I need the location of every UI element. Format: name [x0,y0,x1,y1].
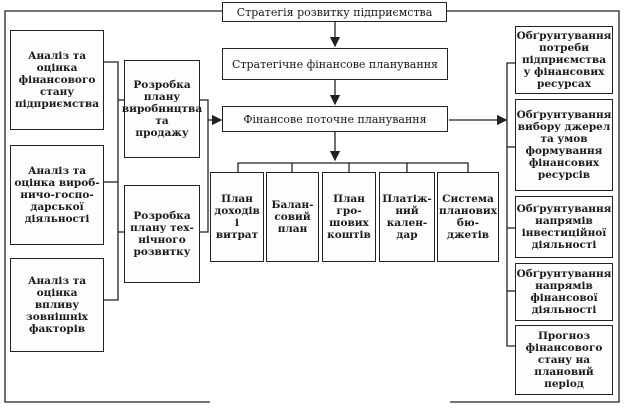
plans-bus-line [237,162,469,172]
current-planning-box: Фінансове поточне планування [222,106,448,132]
right-box-3: Обґрунтування напрямів інвестиційної дія… [515,196,613,258]
plan-box-5: Система планових бю- джетів [437,172,499,262]
right-box-4: Обґрунтування напрямів фінансової діяльн… [515,263,613,321]
top-box: Стратегія розвитку підприємства [222,2,447,22]
left-box-3: Аналіз та оцінка впливу зовнішніх фактор… [10,258,104,352]
leftmid-box-1: Розробка плану виробництва та продажу [122,60,202,158]
leftmid-bracket-line [200,99,209,233]
frame-left-line [4,10,222,403]
right-box-1: Обґрунтування потреби підприємства у фін… [515,26,613,94]
plan-box-4: Платіж- ний кален- дар [379,172,435,262]
frame-right-line [447,10,620,403]
strategic-planning-box: Стратегічне фінансове планування [222,48,448,80]
plan-box-2: Балан- совий план [266,172,319,262]
right-box-2: Обґрунтування вибору джерел та умов форм… [515,99,613,191]
leftmid-box-2: Розробка плану тех- нічного розвитку [124,185,200,283]
left-box-2: Аналіз та оцінка вироб- ничо-госпо- дарс… [10,145,104,245]
right-bracket-line [506,62,515,347]
right-box-5: Прогноз фінансового стану на плановий пе… [515,325,613,395]
left-box-1: Аналіз та оцінка фінансового стану підпр… [10,30,104,130]
plan-box-3: План гро- шових коштів [322,172,376,262]
plan-box-1: План доходів і витрат [210,172,264,262]
left-bracket-line [104,61,119,301]
